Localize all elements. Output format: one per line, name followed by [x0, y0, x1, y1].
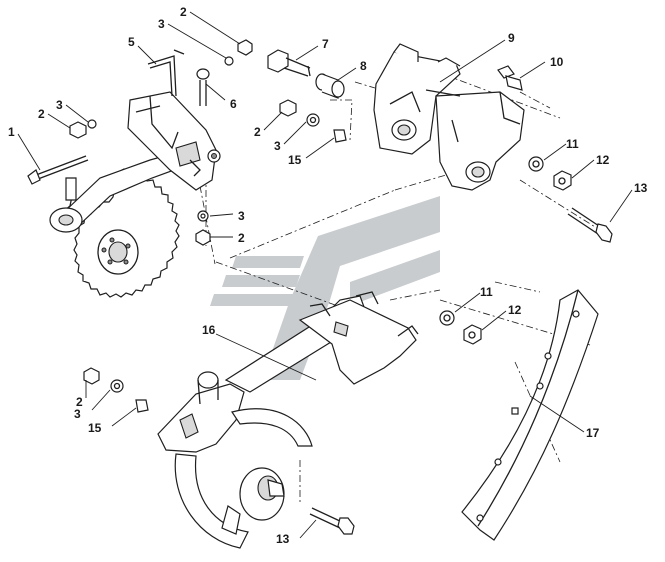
callout-3-top: 3: [158, 17, 165, 31]
callout-15-lower-left: 15: [88, 421, 102, 435]
callout-16: 16: [202, 323, 216, 337]
callout-2-disc: 2: [238, 231, 245, 245]
hardware-center: [267, 49, 347, 143]
bolt-10: [497, 65, 523, 91]
callout-3-upper-left: 3: [56, 98, 63, 112]
bolt-13-upper: [567, 207, 613, 243]
callout-1: 1: [8, 125, 15, 139]
callout-2-upper-left: 2: [38, 107, 45, 121]
l-pin-5: [147, 49, 185, 97]
callout-3-disc: 3: [238, 209, 245, 223]
callout-13-upper: 13: [634, 181, 648, 195]
callout-5: 5: [128, 35, 135, 49]
strap-17: [461, 289, 599, 541]
carriage-bolt-1: [27, 155, 89, 185]
bolt-13-lower: [309, 507, 355, 535]
callout-8: 8: [360, 59, 367, 73]
callout-2-lower-left: 2: [76, 395, 83, 409]
callout-11-upper: 11: [566, 137, 579, 151]
callout-7: 7: [322, 37, 329, 51]
hardware-right-lower: [439, 310, 482, 345]
coulter-bracket: [127, 91, 217, 191]
callout-10: 10: [550, 55, 564, 69]
callout-12-lower: 12: [508, 303, 522, 317]
callout-2-top: 2: [180, 5, 187, 19]
callout-3-lower-left: 3: [74, 407, 81, 421]
callout-2-center: 2: [254, 125, 261, 139]
callout-labels: 1 2 2 2 2 2 3 3 3 3 3 5 6 7 8 9 10 11 11…: [8, 5, 648, 546]
callout-12-upper: 12: [596, 153, 610, 167]
coulter-disc: [73, 168, 180, 298]
callout-6: 6: [230, 97, 237, 111]
callout-3-center: 3: [274, 139, 281, 153]
callout-15-center: 15: [288, 153, 302, 167]
leader-lines: [17, 11, 633, 539]
hardware-right-upper: [528, 156, 572, 191]
watermark-logo: [210, 196, 440, 380]
coulter-disc-assembly: [49, 91, 221, 298]
eye-bolt-6: [196, 68, 210, 106]
callout-9: 9: [508, 31, 515, 45]
callout-13-lower: 13: [276, 532, 290, 546]
hardware-upper-left: [69, 39, 253, 246]
hardware-lower-left: [83, 367, 149, 413]
mounting-bracket-9: [373, 43, 525, 191]
callout-17: 17: [586, 426, 600, 440]
opener-shank-16: [224, 291, 419, 393]
opener-boot: [157, 371, 313, 549]
callout-11-lower: 11: [480, 285, 493, 299]
